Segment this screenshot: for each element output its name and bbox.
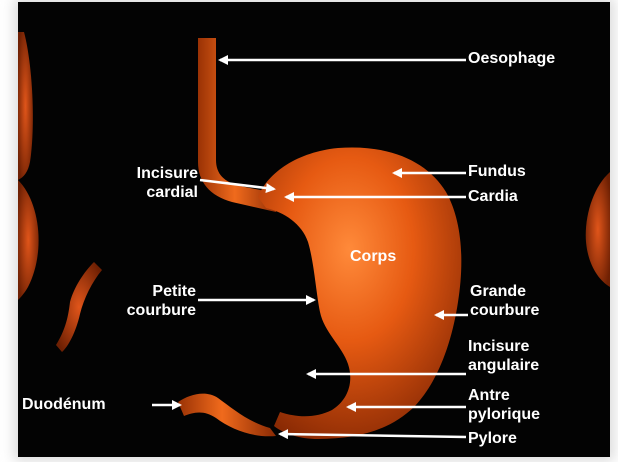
label-incisure-angulaire: Incisure angulaire — [468, 337, 539, 375]
stomach-diagram: Oesophage Fundus Cardia Incisure cardial… — [18, 2, 610, 457]
label-corps: Corps — [350, 247, 396, 266]
stomach — [258, 147, 461, 439]
right-organ-fragment — [586, 172, 610, 287]
label-oesophage: Oesophage — [468, 49, 555, 68]
left-organ-fragment — [18, 180, 39, 300]
label-incisure-cardial: Incisure cardial — [88, 164, 198, 202]
left-esophagus-fragment — [18, 32, 33, 180]
label-petite-courbure: Petite courbure — [88, 282, 196, 320]
label-duodenum: Duodénum — [22, 395, 106, 414]
label-fundus: Fundus — [468, 162, 526, 181]
label-antre-pylorique: Antre pylorique — [468, 386, 540, 424]
duodenum — [178, 394, 276, 437]
label-grande-courbure: Grande courbure — [470, 282, 539, 320]
label-pylore: Pylore — [468, 429, 517, 448]
label-cardia: Cardia — [468, 187, 518, 206]
